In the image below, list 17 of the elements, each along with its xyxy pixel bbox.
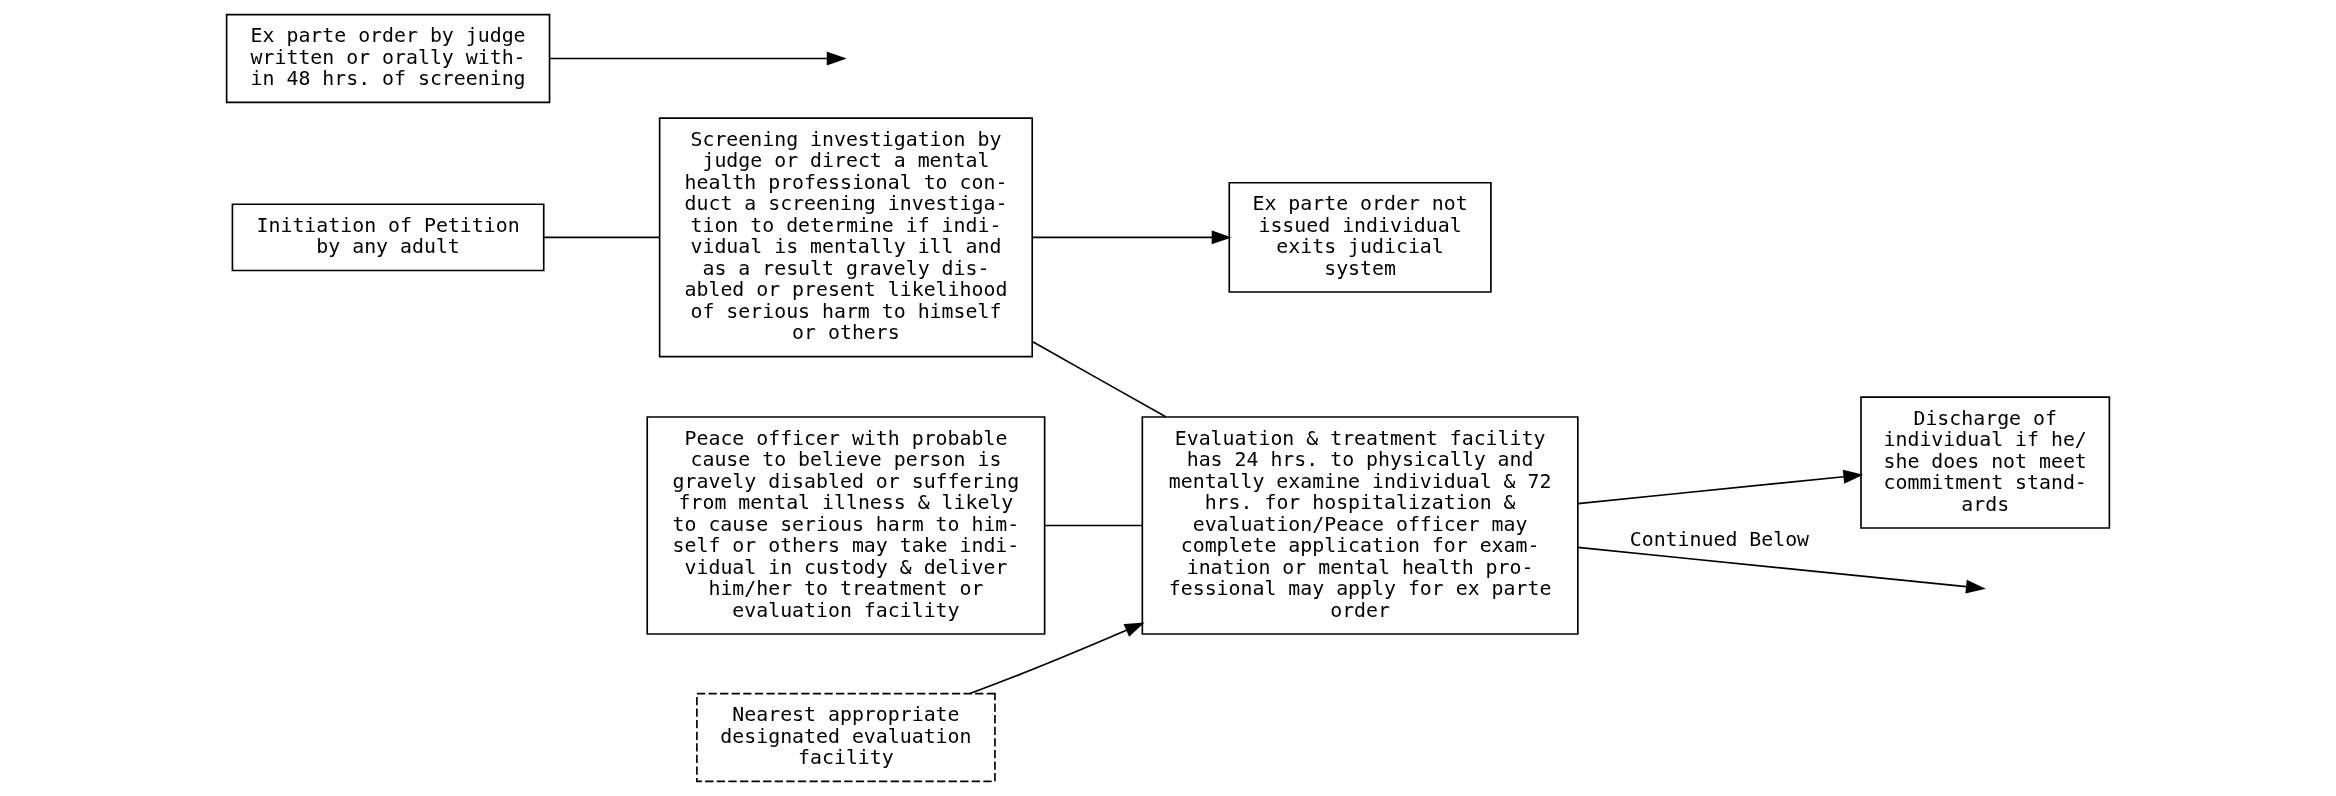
connector: [543, 236, 661, 239]
edge-label: Continued Below: [1629, 528, 1810, 552]
node-box: Ex parte order not issued individual exits judicial system: [1228, 181, 1492, 293]
arrow: [1577, 546, 1986, 594]
connector: [1031, 340, 1167, 418]
node-box: Peace officer with probable cause to believe person is gravely disabled or suffering from mental illness & likely to cause serious harm to him- self or others may take indi- vidual in custody & deliver him/her to treatment or evaluation facility: [646, 416, 1046, 635]
arrow: [969, 622, 1145, 695]
arrow: [1577, 469, 1864, 505]
node-box: Initiation of Petition by any adult: [231, 203, 545, 272]
connector: [1044, 524, 1143, 527]
node-box: Ex parte order by judge written or orally with- in 48 hrs. of screening: [225, 13, 551, 104]
arrow: [549, 51, 847, 66]
arrow: [1031, 230, 1232, 245]
node-box: Screening investigation by judge or direct a mental health professional to con- duct a screening investiga- tion to determine if indi- vidual is mentally ill and as a result gravely dis- abled or present likelihood of serious harm to himself or others: [658, 117, 1034, 358]
node-box: Discharge of individual if he/ she does not meet commitment stand- ards: [1860, 396, 2111, 529]
node-box: Nearest appropriate designated evaluation facility: [696, 692, 996, 783]
node-box: Evaluation & treatment facility has 24 hrs. to physically and mentally examine individual & 72 hrs. for hospitalization & evaluation/Peace officer may complete application for exam- ination or mental health pro- fessional may apply for ex parte order: [1141, 416, 1579, 635]
